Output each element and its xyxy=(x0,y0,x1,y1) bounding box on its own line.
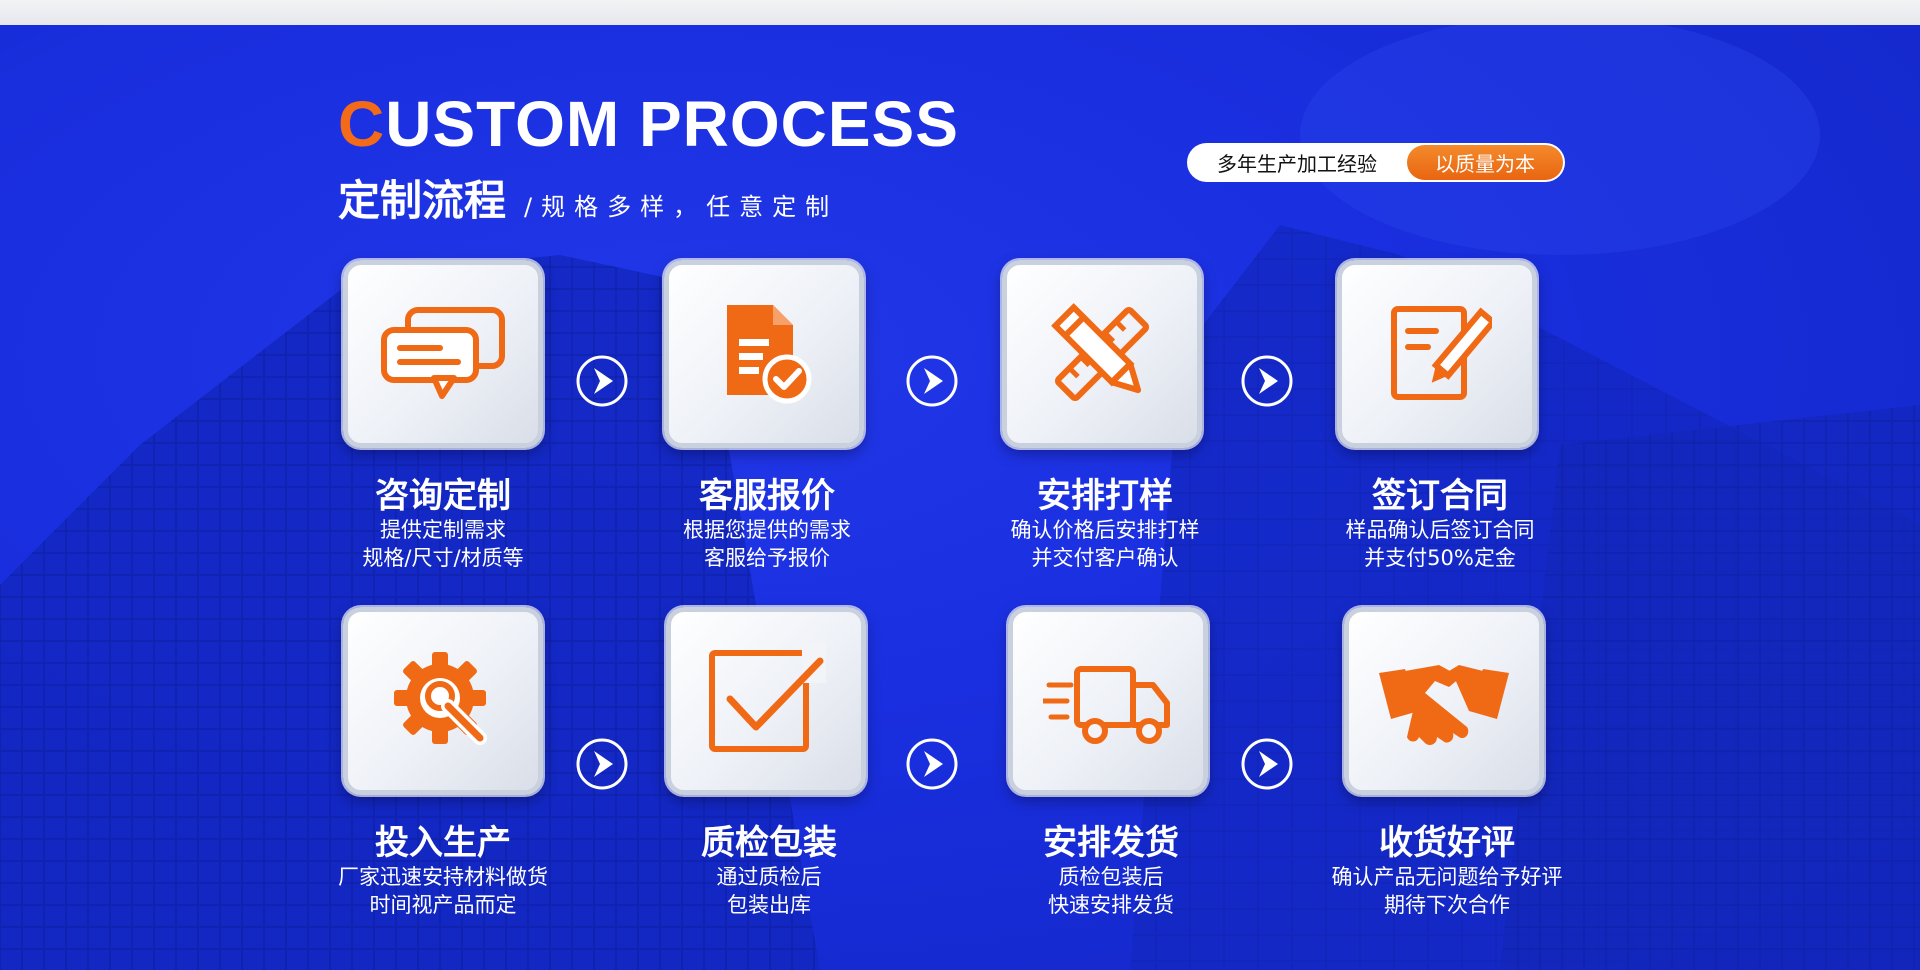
step-2-desc-line2: 客服给予报价 xyxy=(704,546,830,570)
handshake-icon xyxy=(1379,665,1509,745)
step-4-desc-line2: 并支付50%定金 xyxy=(1364,546,1516,570)
chat-bubbles-icon xyxy=(381,307,505,399)
arrow-right-icon xyxy=(576,738,628,790)
contract-sign-icon xyxy=(1391,306,1492,400)
step-5-title: 投入生产 xyxy=(375,823,511,863)
arrow-right-icon xyxy=(906,355,958,407)
arrow-right-icon xyxy=(1241,355,1293,407)
step-7-desc-line1: 质检包装后 xyxy=(1058,865,1164,889)
step-2-title: 客服报价 xyxy=(699,476,835,516)
step-3-desc-line2: 并交付客户确认 xyxy=(1031,546,1179,570)
header: CUSTOM PROCESS 定制流程 /规格多样，任意定制 xyxy=(338,87,959,228)
step-6-desc-line2: 包装出库 xyxy=(727,893,811,917)
page-subtitle: /规格多样，任意定制 xyxy=(524,193,839,221)
checkbox-icon xyxy=(709,643,826,752)
gear-wrench-icon xyxy=(394,652,487,745)
step-8-desc-line2: 期待下次合作 xyxy=(1384,893,1510,917)
top-strip xyxy=(0,0,1920,25)
page-title-chinese: 定制流程 xyxy=(338,176,507,225)
title-initial: C xyxy=(338,88,386,160)
step-card-production xyxy=(343,607,543,795)
step-card-inspection xyxy=(666,607,866,795)
page-title-english: CUSTOM PROCESS xyxy=(338,87,959,161)
step-3-title: 安排打样 xyxy=(1037,476,1173,516)
step-4-title: 签订合同 xyxy=(1372,476,1508,516)
step-card-quote xyxy=(664,260,864,448)
arrow-right-icon xyxy=(1241,738,1293,790)
step-card-sample xyxy=(1002,260,1202,448)
step-7-title: 安排发货 xyxy=(1043,823,1179,863)
step-5-desc-line2: 时间视产品而定 xyxy=(369,893,517,917)
step-card-review xyxy=(1344,607,1544,795)
step-1-desc-line1: 提供定制需求 xyxy=(380,518,506,542)
pencil-ruler-icon xyxy=(1051,303,1150,402)
step-1-title: 咨询定制 xyxy=(375,476,511,516)
arrow-right-icon xyxy=(906,738,958,790)
step-card-shipping xyxy=(1008,607,1208,795)
step-8-title: 收货好评 xyxy=(1379,823,1515,863)
badge-quality-text: 以质量为本 xyxy=(1407,145,1563,180)
step-6-title: 质检包装 xyxy=(701,823,837,863)
step-5-desc-line1: 厂家迅速安持材料做货 xyxy=(338,865,548,889)
step-card-contract xyxy=(1337,260,1537,448)
step-6-desc-line1: 通过质检后 xyxy=(716,865,822,889)
title-rest: USTOM PROCESS xyxy=(385,88,959,160)
document-check-icon xyxy=(727,305,812,404)
step-8-desc-line1: 确认产品无问题给予好评 xyxy=(1331,865,1563,889)
step-2-desc-line1: 根据您提供的需求 xyxy=(683,518,851,542)
step-4-desc-line1: 样品确认后签订合同 xyxy=(1345,518,1535,542)
step-3-desc-line1: 确认价格后安排打样 xyxy=(1010,518,1200,542)
step-card-consult xyxy=(343,260,543,448)
step-7-desc-line2: 快速安排发货 xyxy=(1048,893,1174,917)
building-background-image xyxy=(0,25,1920,970)
badge-experience-text: 多年生产加工经验 xyxy=(1217,152,1377,176)
arrow-right-icon xyxy=(576,355,628,407)
delivery-truck-icon xyxy=(1043,666,1170,744)
quality-badge: 多年生产加工经验 以质量为本 xyxy=(1187,143,1565,182)
process-banner: CUSTOM PROCESS 定制流程 /规格多样，任意定制 多年生产加工经验 … xyxy=(0,25,1920,970)
step-1-desc-line2: 规格/尺寸/材质等 xyxy=(362,546,524,570)
